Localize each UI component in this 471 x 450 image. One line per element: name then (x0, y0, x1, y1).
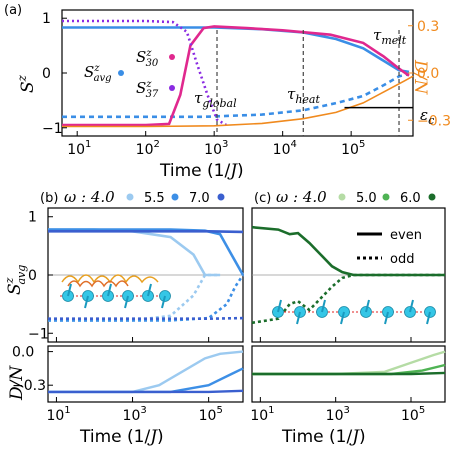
panel-a-series-4 (62, 75, 414, 128)
panel-b-ylabel-lower: D/N (7, 365, 27, 401)
legend-s37-marker (169, 85, 175, 91)
panel-a-xtick-label-4: 105 (341, 139, 365, 158)
panel-a-series-0 (62, 26, 410, 74)
panel-1-xtick-label-1: 103 (123, 405, 147, 424)
panel-c-upper-plot (251, 225, 445, 342)
annotation-tau-melt: τmelt (373, 26, 407, 47)
chain-b-site-3 (122, 290, 134, 302)
panel-a-ytick-label-0: −1 (42, 121, 63, 137)
annotation-eps-c: εc (420, 106, 434, 127)
chain-illustration-b (60, 274, 171, 309)
chain-illustration-c (272, 299, 436, 325)
chain-c-spin-6 (409, 299, 414, 313)
chain-c-spin-1 (296, 311, 301, 325)
legend-savg-marker (118, 70, 124, 76)
panel-b-lower-frame (47, 345, 244, 403)
panel-a-series-3 (62, 19, 227, 127)
panel-c-legend-50: 5.0 (356, 191, 377, 206)
panel-a-y2tick-label-0: 0.3 (417, 19, 439, 35)
panel-c-legend-even: even (390, 228, 422, 243)
panel-a-y2tick-label-2: −0.3 (417, 113, 451, 129)
panel-b-legend-55: 5.5 (144, 191, 165, 206)
panel-b-legend-40-dot (126, 193, 134, 201)
panel-1-ytick-label-0: 1 (28, 210, 37, 226)
panel-b-ylabel: Szavg (3, 265, 28, 295)
panel-b-xlabel: Time (1/J) (79, 427, 164, 447)
panel-a-xtick-label-0: 101 (67, 139, 91, 158)
panel-c-label: (c) (254, 191, 271, 206)
panel-1-xtick-label-0: 101 (46, 405, 70, 424)
chain-c-spin-4 (365, 299, 370, 313)
chain-c-spin-5 (384, 311, 389, 325)
panel-c-legend-60-dot (428, 193, 436, 201)
chain-b-spin-0 (67, 283, 72, 297)
panel-b-lower-plot: 101 103 105 0.0 −0.3 (12, 345, 244, 424)
panel-1-upper-series-1 (48, 228, 245, 276)
chain-b-spin-4 (147, 283, 152, 297)
panel-a-plot: 101 102 103 104 105 −1 0 1 0.3 0.0 −0.3 (42, 11, 451, 158)
panel-c-legend-odd: odd (390, 252, 414, 267)
panel-a-xtick-label-2: 103 (204, 139, 228, 158)
panel-a-label: (a) (4, 3, 22, 18)
panel-1-upper-series-4 (48, 274, 245, 322)
chain-b-spin-5 (161, 295, 166, 309)
panel-1-upper-series-2 (48, 230, 244, 234)
panel-b-legend-55-dot (171, 193, 179, 201)
chain-b-spin-1 (84, 295, 89, 309)
panel-b-legend-70: 7.0 (189, 191, 210, 206)
chain-b-spin-3 (124, 295, 129, 309)
panel-1-lower-series-2 (48, 389, 244, 394)
panel-1-xtick-label-2: 105 (199, 405, 223, 424)
panel-a-ytick-label-2: 1 (42, 11, 51, 27)
panel-a-y2tick-label-1: 0.0 (417, 66, 439, 82)
annotation-tau-global: τglobal (194, 89, 237, 110)
panel-b-legend-70-dot (217, 193, 225, 201)
panel-1-upper-series-5 (48, 316, 244, 320)
panel-2-lower-series-2 (252, 371, 446, 376)
panel-a-xtick-label-1: 102 (136, 139, 160, 158)
panel-b-legend-title: ω : 4.0 (64, 188, 115, 206)
chain-c-spin-7 (426, 311, 431, 325)
panel-2-xtick-label-0: 101 (250, 405, 274, 424)
panel-1-upper-series-3 (48, 273, 221, 322)
panel-c-legend-50-dot (382, 193, 390, 201)
panel-2-xtick-label-1: 103 (326, 405, 350, 424)
panel-c-lower-plot: 101 103 105 (250, 350, 446, 424)
panel-a-ylabel: Sz (15, 74, 38, 93)
panel-b-upper-plot: 1 0 −1 (28, 210, 245, 342)
panel-a-y2label: D/N (410, 59, 430, 95)
panel-c-xlabel: Time (1/J) (281, 427, 366, 447)
panel-1-ytick-lower-label-1: −0.3 (12, 378, 46, 394)
legend-s30-marker (169, 54, 175, 60)
chain-b-spin-2 (107, 283, 112, 297)
panel-1-ytick-label-1: 0 (28, 268, 37, 284)
panel-a-series-2 (62, 25, 410, 127)
panel-1-ytick-lower-label-0: 0.0 (12, 345, 34, 361)
panel-c-legend-title: ω : 4.0 (276, 188, 327, 206)
panel-a-series-1 (62, 72, 410, 119)
panel-a-xlabel: Time (1/J) (159, 161, 244, 181)
panel-1-upper-series-0 (48, 228, 221, 277)
panel-c-legend-60: 6.0 (400, 191, 421, 206)
chain-c-spin-0 (277, 299, 282, 313)
chain-c-spin-3 (340, 311, 345, 325)
panel-a-xtick-label-3: 104 (273, 139, 297, 158)
panel-2-xtick-label-2: 105 (401, 405, 425, 424)
panel-1-lower-series-0 (48, 350, 244, 394)
panel-b-label: (b) (40, 191, 58, 206)
panel-2-upper-series-1 (251, 273, 445, 325)
panel-a-ytick-label-1: 0 (42, 66, 51, 82)
chain-c-spin-2 (321, 299, 326, 313)
panel-c-legend-40-dot (338, 193, 346, 201)
panel-1-ytick-label-2: −1 (28, 326, 49, 342)
